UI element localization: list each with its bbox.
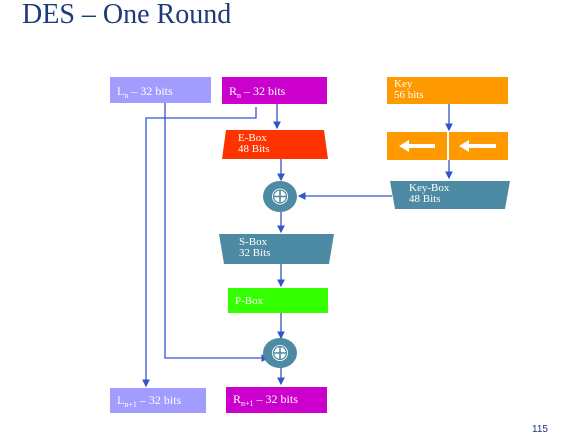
xor-node-2 bbox=[263, 338, 297, 368]
key-label: Key 56 bits bbox=[394, 78, 424, 101]
sbox-label: S-Box 32 Bits bbox=[239, 236, 271, 259]
ln-to-ln1-wire bbox=[164, 102, 270, 362]
rn-label: Rn – 32 bits bbox=[229, 84, 286, 100]
page-number: 115 bbox=[532, 424, 548, 435]
xor-node-1 bbox=[263, 181, 297, 212]
keybox-shape bbox=[390, 181, 510, 209]
left-arrow-icon bbox=[459, 140, 496, 152]
left-shift-block-2 bbox=[449, 132, 508, 160]
pbox: P-Box bbox=[228, 288, 328, 313]
key-box: Key 56 bits bbox=[387, 77, 508, 104]
ebox-label: E-Box 48 Bits bbox=[238, 132, 270, 155]
xor-circle-plus-icon bbox=[263, 181, 297, 212]
ln1-label: Ln+1 – 32 bits bbox=[117, 393, 182, 409]
ln1-box: Ln+1 – 32 bits bbox=[110, 388, 206, 413]
keybox-label: Key-Box 48 Bits bbox=[409, 182, 450, 205]
rn1-box: Rn+1 – 32 bits bbox=[226, 387, 327, 413]
sbox-shape bbox=[219, 234, 334, 264]
keybox: Key-Box 48 Bits bbox=[390, 181, 510, 209]
ln-label: Ln – 32 bits bbox=[117, 84, 173, 100]
ebox-shape bbox=[222, 130, 328, 159]
rn-to-ln1-wire bbox=[142, 107, 257, 388]
pbox-label: P-Box bbox=[235, 295, 264, 307]
ebox: E-Box 48 Bits bbox=[222, 130, 328, 159]
left-arrow-icon bbox=[399, 140, 435, 152]
sbox: S-Box 32 Bits bbox=[219, 234, 334, 264]
rn-box: Rn – 32 bits bbox=[222, 77, 327, 104]
rn1-label: Rn+1 – 32 bits bbox=[233, 392, 298, 408]
left-shift-block-1 bbox=[387, 132, 447, 160]
xor-circle-plus-icon bbox=[263, 338, 297, 368]
ln-box: Ln – 32 bits bbox=[110, 77, 211, 103]
slide-title: DES – One Round bbox=[22, 0, 232, 30]
